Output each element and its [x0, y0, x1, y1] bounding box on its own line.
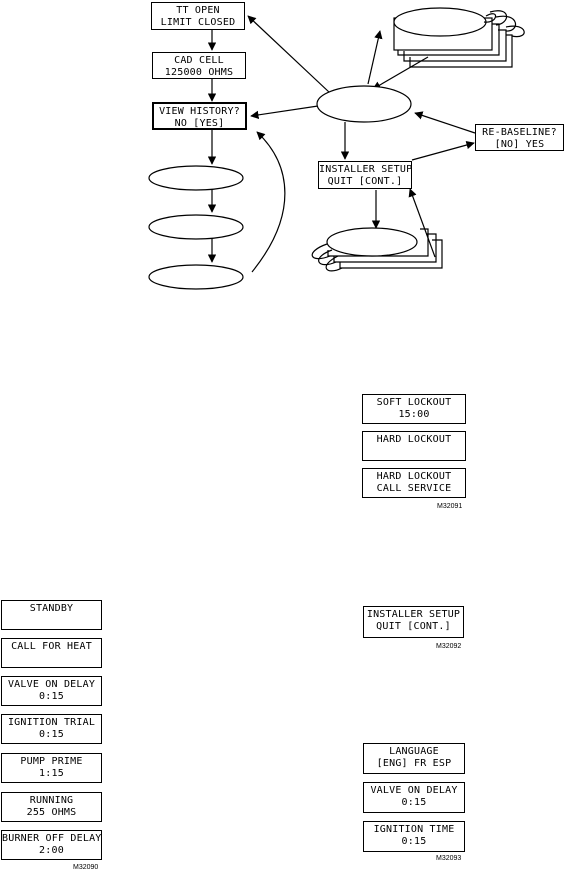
ignition-trial-box: IGNITION TRIAL 0:15 [1, 714, 102, 744]
arrow-return-curve [251, 131, 286, 273]
tt-open-line1: TT OPEN [176, 5, 220, 16]
burner-off-delay-line1: BURNER OFF DELAY [2, 833, 102, 844]
tt-open-line2: LIMIT CLOSED [160, 17, 236, 28]
standby-box: STANDBY [1, 600, 102, 630]
lower-menu-stack [311, 227, 443, 272]
ignition-time-line2: 0:15 [401, 836, 427, 847]
sequence-ellipse-3 [148, 264, 244, 290]
re-baseline-box: RE-BASELINE? [NO] YES [475, 124, 564, 151]
valve-on-delay-line2: 0:15 [39, 691, 64, 702]
hard-lockout-call-box: HARD LOCKOUT CALL SERVICE [362, 468, 466, 498]
sequence-ellipse-1 [148, 165, 244, 191]
hard-lockout-call-line2: CALL SERVICE [376, 483, 452, 494]
arrow-rebaseline-to-center [414, 111, 476, 134]
ignition-trial-line2: 0:15 [39, 729, 64, 740]
language-line2: [ENG] FR ESP [376, 758, 452, 769]
arrow-lower-stack-to-installer [408, 188, 436, 258]
running-box: RUNNING 255 OHMS [1, 792, 102, 822]
arrow-installer-to-rebaseline [411, 140, 475, 161]
figure-id-sequence: M32090 [73, 864, 99, 871]
call-for-heat-box: CALL FOR HEAT [1, 638, 102, 668]
installer-setup-line2: QUIT [CONT.] [327, 176, 403, 187]
burner-off-delay-box: BURNER OFF DELAY 2:00 [1, 830, 102, 860]
running-line1: RUNNING [29, 795, 74, 806]
ignition-time-line1: IGNITION TIME [373, 824, 455, 835]
settings-valve-on-delay-box: VALVE ON DELAY 0:15 [363, 782, 465, 813]
pump-prime-line2: 1:15 [39, 768, 64, 779]
tt-open-box: TT OPEN LIMIT CLOSED [151, 2, 245, 30]
hard-lockout-box: HARD LOCKOUT [362, 431, 466, 461]
call-for-heat-line1: CALL FOR HEAT [11, 641, 92, 652]
arrow-stack-to-center [372, 56, 429, 90]
arrow-center-to-history [250, 105, 319, 120]
burner-off-delay-line2: 2:00 [39, 845, 64, 856]
soft-lockout-box: SOFT LOCKOUT 15:00 [362, 394, 466, 424]
cad-cell-line2: 125000 OHMS [164, 67, 234, 78]
installer-panel-box: INSTALLER SETUP QUIT [CONT.] [363, 606, 464, 638]
view-history-line2: NO [YES] [174, 118, 225, 129]
re-baseline-line1: RE-BASELINE? [482, 127, 557, 138]
pump-prime-line1: PUMP PRIME [20, 756, 83, 767]
language-line1: LANGUAGE [389, 746, 439, 757]
cad-cell-line1: CAD CELL [174, 55, 224, 66]
installer-panel-line1: INSTALLER SETUP [366, 609, 461, 620]
sequence-ellipse-2 [148, 214, 244, 240]
soft-lockout-line1: SOFT LOCKOUT [376, 397, 452, 408]
ignition-trial-line1: IGNITION TRIAL [7, 717, 96, 728]
view-history-box: VIEW HISTORY? NO [YES] [152, 102, 247, 130]
soft-lockout-line2: 15:00 [398, 409, 430, 420]
view-history-line1: VIEW HISTORY? [159, 106, 240, 117]
valve-on-delay-box: VALVE ON DELAY 0:15 [1, 676, 102, 706]
upper-menu-stack [393, 7, 525, 68]
ignition-time-box: IGNITION TIME 0:15 [363, 821, 465, 852]
language-box: LANGUAGE [ENG] FR ESP [363, 743, 465, 774]
hard-lockout-call-line1: HARD LOCKOUT [376, 471, 452, 482]
figure-id-installer: M32092 [436, 643, 462, 650]
cad-cell-box: CAD CELL 125000 OHMS [152, 52, 246, 79]
installer-panel-line2: QUIT [CONT.] [376, 621, 451, 632]
hard-lockout-line1: HARD LOCKOUT [376, 434, 452, 445]
pump-prime-box: PUMP PRIME 1:15 [1, 753, 102, 783]
re-baseline-line2: [NO] YES [494, 139, 545, 150]
running-line2: 255 OHMS [26, 807, 77, 818]
installer-setup-box: INSTALLER SETUP QUIT [CONT.] [318, 161, 412, 189]
installer-setup-line1: INSTALLER SETUP [319, 164, 413, 175]
settings-valve-on-delay-line2: 0:15 [401, 797, 427, 808]
standby-line1: STANDBY [29, 603, 74, 614]
arrow-center-to-stack [367, 30, 383, 85]
settings-valve-on-delay-line1: VALVE ON DELAY [370, 785, 458, 796]
center-ellipse [316, 85, 412, 123]
valve-on-delay-line1: VALVE ON DELAY [7, 679, 96, 690]
arrow-center-to-tt [247, 15, 331, 94]
figure-id-settings: M32093 [436, 855, 462, 862]
figure-id-lockout: M32091 [437, 503, 463, 510]
